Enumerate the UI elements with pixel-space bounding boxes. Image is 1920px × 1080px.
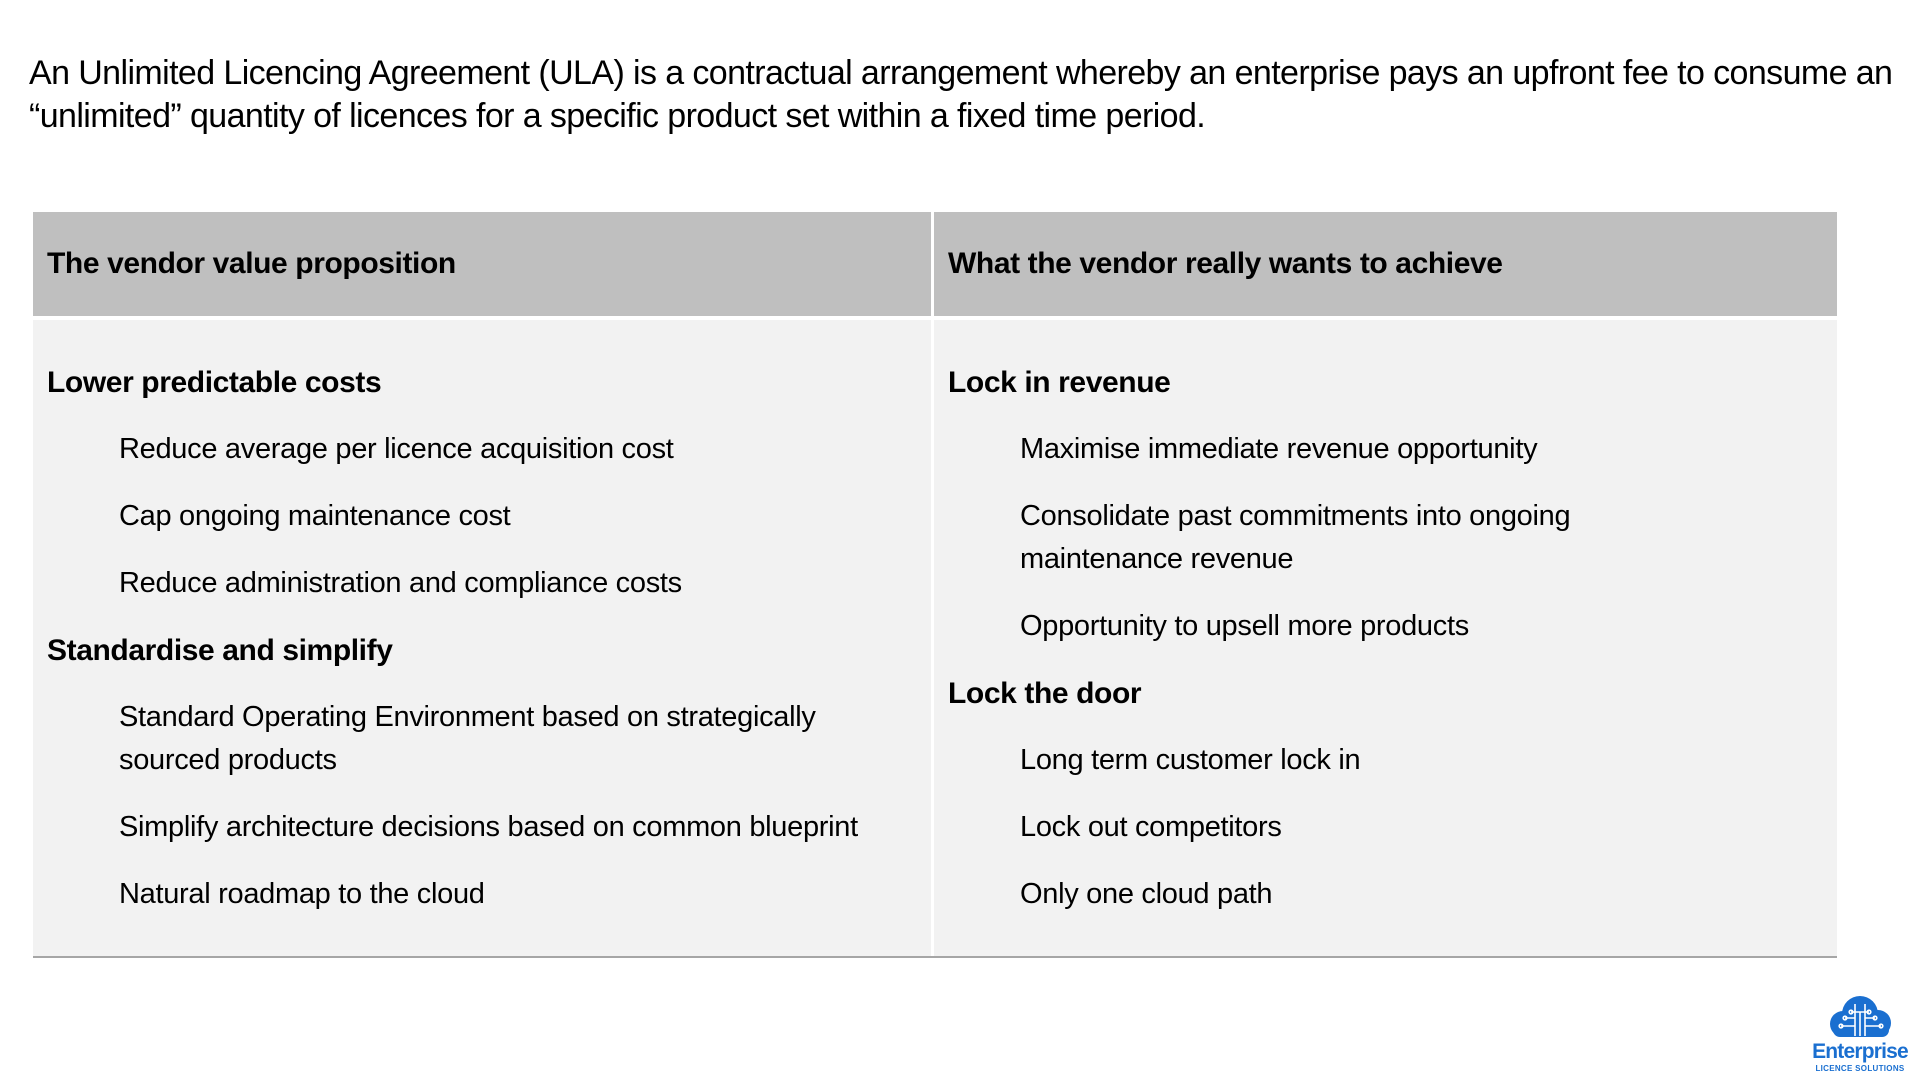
group-title: Lock in revenue <box>948 365 1171 399</box>
group-lock-revenue: Lock in revenue Maximise immediate reven… <box>948 349 1837 660</box>
logo-name: Enterprise <box>1812 1040 1909 1063</box>
list-item: Natural roadmap to the cloud <box>119 877 485 910</box>
group-lower-costs: Lower predictable costs Reduce average p… <box>47 349 931 617</box>
header-vendor-value: The vendor value proposition <box>33 212 934 316</box>
list-item: Cap ongoing maintenance cost <box>119 499 511 532</box>
intro-text: An Unlimited Licencing Agreement (ULA) i… <box>29 54 1893 135</box>
list-item: Reduce administration and compliance cos… <box>119 566 682 599</box>
list-item: Standard Operating Environment based on … <box>119 700 816 776</box>
group-title: Lower predictable costs <box>47 365 382 399</box>
header-vendor-wants: What the vendor really wants to achieve <box>934 212 1837 316</box>
group-title: Standardise and simplify <box>47 633 393 667</box>
enterprise-licence-solutions-logo: Enterprise LICENCE SOLUTIONS <box>1805 992 1915 1078</box>
logo-subtitle: LICENCE SOLUTIONS <box>1815 1064 1905 1073</box>
left-column: Lower predictable costs Reduce average p… <box>33 320 934 956</box>
list-item: Long term customer lock in <box>1020 743 1361 776</box>
list-item: Simplify architecture decisions based on… <box>119 810 858 843</box>
table-header: The vendor value proposition What the ve… <box>33 212 1837 320</box>
list-item: Maximise immediate revenue opportunity <box>1020 432 1538 465</box>
list-item: Consolidate past commitments into ongoin… <box>1020 499 1571 575</box>
group-title: Lock the door <box>948 676 1142 710</box>
list-item: Lock out competitors <box>1020 810 1282 843</box>
list-item: Reduce average per licence acquisition c… <box>119 432 674 465</box>
group-standardise: Standardise and simplify Standard Operat… <box>47 617 931 928</box>
cloud-circuit-icon <box>1830 996 1891 1037</box>
group-lock-door: Lock the door Long term customer lock in… <box>948 660 1837 928</box>
right-column: Lock in revenue Maximise immediate reven… <box>934 320 1837 956</box>
comparison-table: The vendor value proposition What the ve… <box>33 212 1837 958</box>
list-item: Only one cloud path <box>1020 877 1273 910</box>
list-item: Opportunity to upsell more products <box>1020 609 1469 642</box>
